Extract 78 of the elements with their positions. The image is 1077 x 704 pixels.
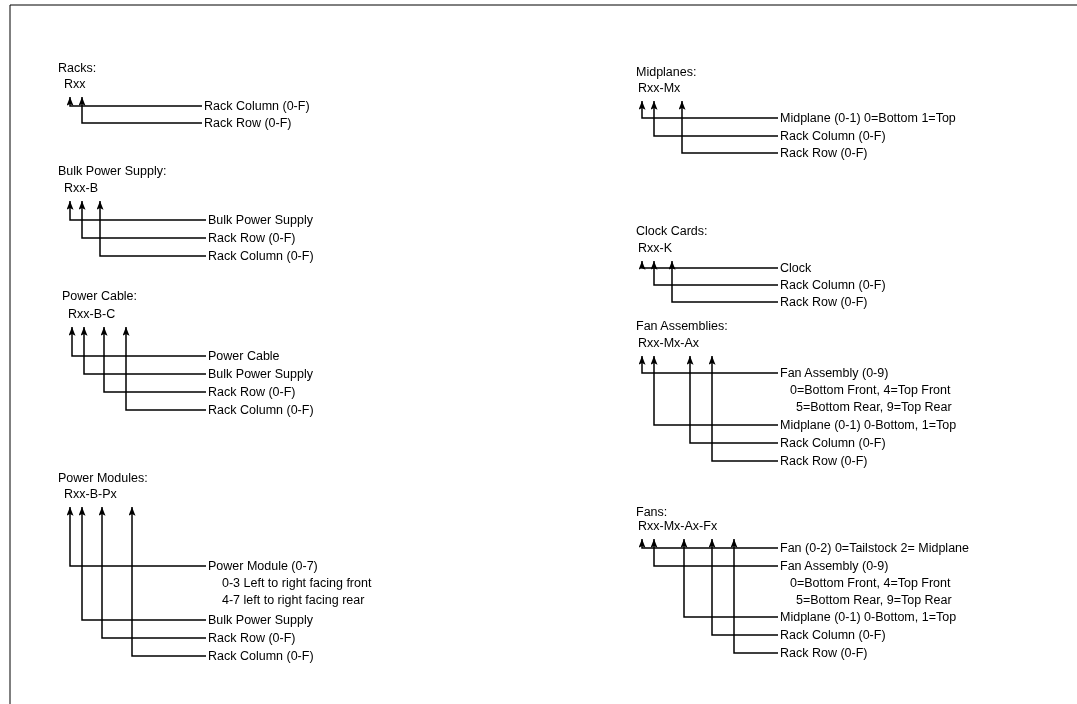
section-heading: Bulk Power Supply:: [58, 163, 167, 179]
field-description: Rack Row (0-F): [208, 229, 296, 247]
leader-arrow: [686, 355, 779, 444]
field-description: Rack Column (0-F): [208, 401, 314, 419]
value-note: 0=Bottom Front, 4=Top Front: [789, 381, 952, 399]
field-description: Fan (0-2) 0=Tailstock 2= Midplane: [780, 539, 969, 557]
section-heading: Power Modules:: [58, 470, 148, 486]
field-description: Bulk Power Supply: [208, 211, 313, 229]
field-description: Midplane (0-1) 0=Bottom 1=Top: [780, 109, 956, 127]
leader-arrow: [80, 326, 207, 375]
field-description: Rack Row (0-F): [780, 144, 868, 162]
leader-arrow: [668, 260, 779, 303]
value-note: 4-7 left to right facing rear: [221, 591, 366, 609]
leader-arrow: [638, 538, 779, 549]
field-description: Rack Row (0-F): [780, 293, 868, 311]
leader-arrow: [650, 355, 779, 426]
field-description: Rack Row (0-F): [204, 114, 292, 132]
leader-arrow: [78, 96, 203, 124]
location-code: Rxx-B: [64, 180, 99, 201]
field-description: Fan Assembly (0-9): [780, 557, 890, 575]
leader-arrow: [100, 326, 207, 393]
field-description: Power Cable: [208, 347, 280, 365]
leader-arrow: [650, 260, 779, 286]
section-heading: Fan Assemblies:: [636, 318, 728, 334]
leader-arrow: [650, 538, 779, 567]
leader-arrow: [78, 200, 207, 239]
location-code: Rxx-K: [638, 240, 673, 261]
leader-arrow: [122, 326, 207, 411]
field-description: Rack Row (0-F): [208, 383, 296, 401]
field-description: Rack Column (0-F): [780, 127, 886, 145]
leader-arrow: [66, 96, 203, 107]
leader-arrow: [78, 506, 207, 621]
location-code: Rxx-B-C: [68, 306, 116, 327]
value-note: 5=Bottom Rear, 9=Top Rear: [795, 398, 952, 416]
field-description: Rack Column (0-F): [208, 647, 314, 665]
section-heading: Power Cable:: [62, 288, 138, 304]
leader-arrow: [638, 355, 779, 374]
location-code: Rxx-Mx-Ax-Fx: [638, 518, 718, 539]
leader-arrow: [638, 100, 779, 119]
leader-arrow: [680, 538, 779, 618]
leader-arrow: [678, 100, 779, 154]
field-description: Bulk Power Supply: [208, 611, 313, 629]
field-description: Fan Assembly (0-9): [780, 364, 890, 382]
leader-arrow: [68, 326, 207, 357]
value-note: 0=Bottom Front, 4=Top Front: [789, 574, 952, 592]
leader-arrow: [708, 538, 779, 636]
leader-arrow: [638, 260, 779, 270]
field-description: Rack Column (0-F): [208, 247, 314, 265]
field-description: Rack Row (0-F): [780, 644, 868, 662]
leader-arrow: [96, 200, 207, 257]
value-note: 0-3 Left to right facing front: [221, 574, 372, 592]
leader-arrow: [708, 355, 779, 462]
location-code: Rxx-Mx: [638, 80, 681, 101]
field-description: Bulk Power Supply: [208, 365, 313, 383]
section-heading: Racks:: [58, 60, 97, 76]
field-description: Power Module (0-7): [208, 557, 319, 575]
field-description: Rack Column (0-F): [780, 434, 886, 452]
field-description: Clock: [780, 259, 812, 277]
leader-arrow: [66, 200, 207, 221]
leader-arrow: [730, 538, 779, 654]
location-code: Rxx-Mx-Ax: [638, 335, 700, 356]
section-heading: Clock Cards:: [636, 223, 708, 239]
field-description: Rack Column (0-F): [780, 276, 886, 294]
section-heading: Fans:: [636, 504, 668, 520]
leader-arrow: [66, 506, 207, 567]
field-description: Rack Row (0-F): [780, 452, 868, 470]
field-description: Rack Column (0-F): [204, 97, 310, 115]
leader-arrow: [128, 506, 207, 657]
field-description: Midplane (0-1) 0-Bottom, 1=Top: [780, 416, 957, 434]
field-description: Midplane (0-1) 0-Bottom, 1=Top: [780, 608, 957, 626]
leader-arrow: [650, 100, 779, 137]
leader-arrow: [98, 506, 207, 639]
value-note: 5=Bottom Rear, 9=Top Rear: [795, 591, 952, 609]
location-code: Rxx-B-Px: [64, 486, 117, 507]
location-code: Rxx: [64, 76, 86, 97]
field-description: Rack Column (0-F): [780, 626, 886, 644]
field-description: Rack Row (0-F): [208, 629, 296, 647]
section-heading: Midplanes:: [636, 64, 697, 80]
